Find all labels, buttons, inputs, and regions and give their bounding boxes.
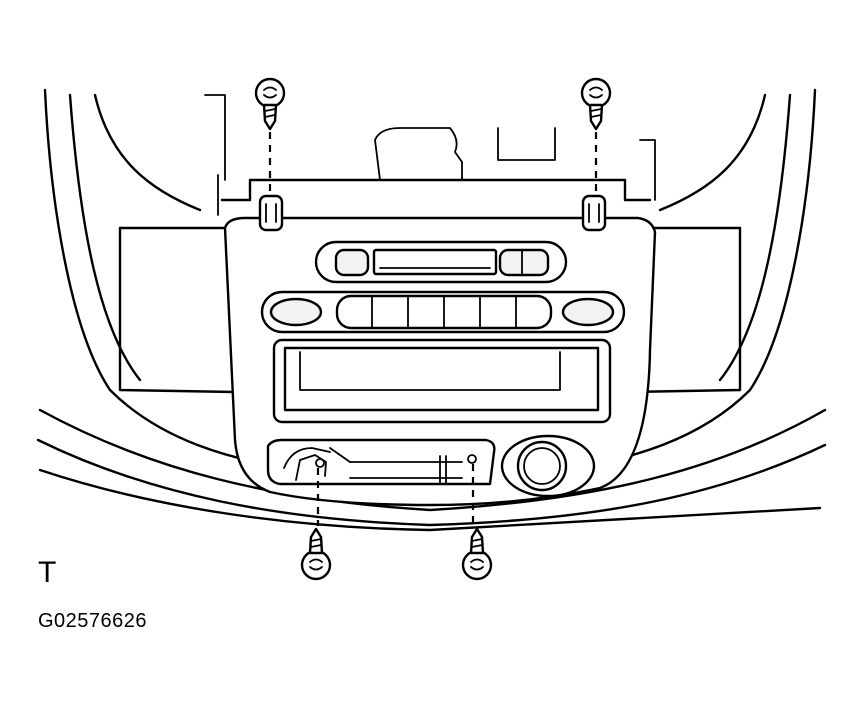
dashboard-opening: [118, 94, 742, 394]
dashboard-outline: [36, 88, 827, 532]
center-cluster-panel: [223, 216, 657, 507]
figure-code-label: G02576626: [38, 610, 148, 632]
panel-clip-left: [258, 194, 284, 232]
screw-bottom-right-icon: [461, 527, 493, 581]
panel-clip-right: [581, 194, 607, 232]
screw-top-left-icon: [254, 77, 286, 131]
screw-bottom-left-icon: [300, 527, 332, 581]
screw-top-right-icon: [580, 77, 612, 131]
screw-guide-lines: [268, 132, 598, 526]
hazard-knob: [500, 434, 596, 498]
view-marker-label: T: [38, 556, 57, 589]
